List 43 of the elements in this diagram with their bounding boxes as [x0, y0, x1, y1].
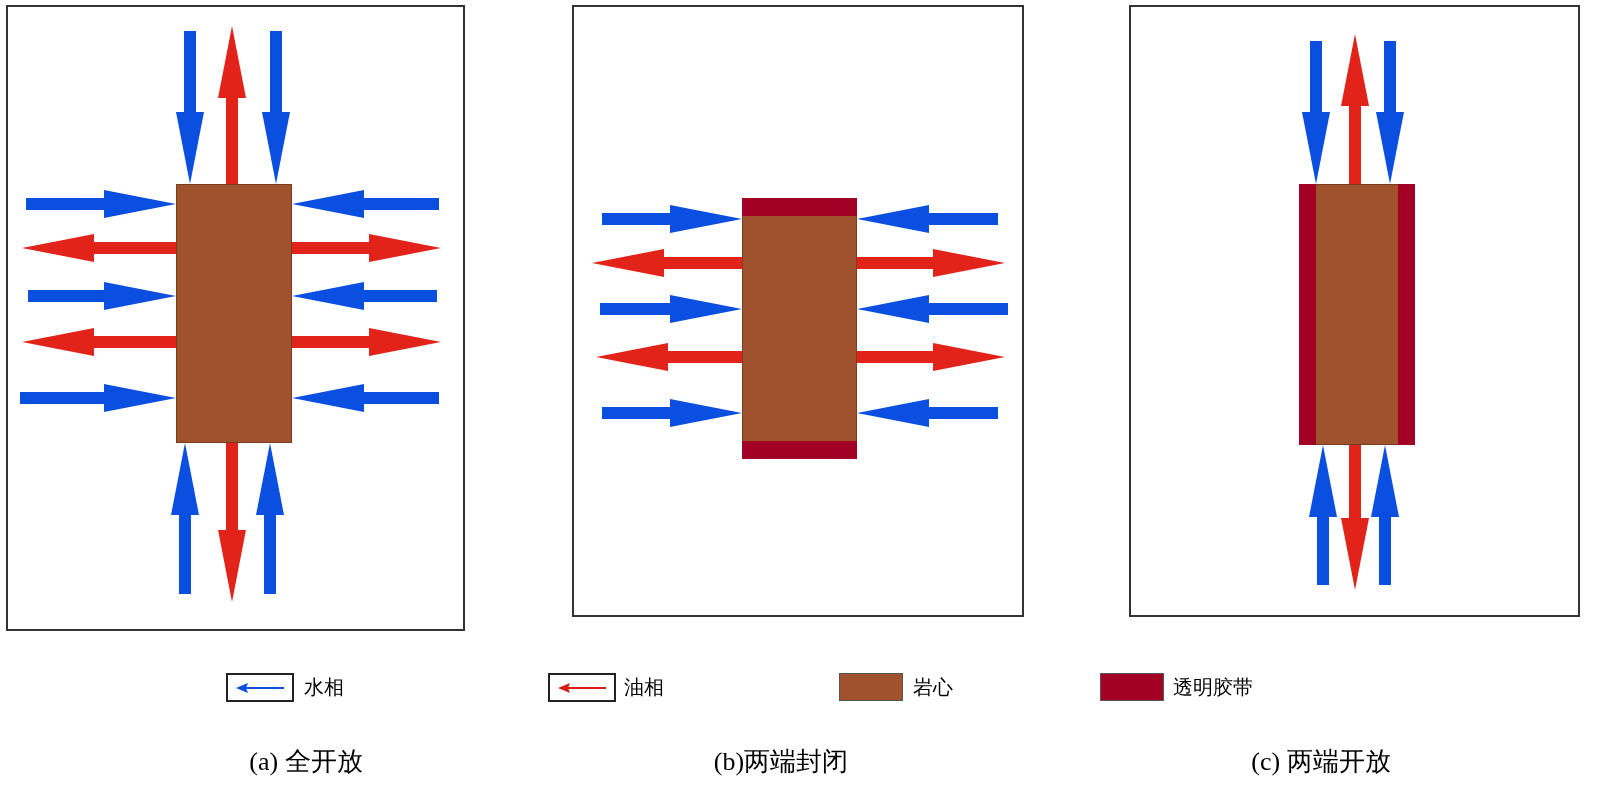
panel-frame: [1129, 5, 1580, 617]
flow-arrow: [218, 26, 246, 184]
flow-arrow: [602, 205, 742, 233]
flow-arrow: [292, 328, 441, 356]
panel-caption: (c) 两端开放: [1251, 746, 1391, 778]
legend-label: 透明胶带: [1173, 674, 1253, 701]
flow-arrow: [292, 234, 441, 262]
flow-arrow: [1371, 445, 1399, 585]
legend-label: 岩心: [913, 674, 953, 701]
flow-arrow: [857, 399, 998, 427]
flow-arrow: [602, 399, 742, 427]
panel-frame: [572, 5, 1024, 617]
flow-arrow: [857, 249, 1005, 277]
flow-arrow: [26, 190, 176, 218]
flow-arrow: [592, 249, 742, 277]
flow-arrow: [292, 190, 439, 218]
flow-arrow: [292, 282, 437, 310]
legend-label: 油相: [624, 674, 664, 701]
flow-arrow: [262, 31, 290, 184]
flow-arrow: [171, 443, 199, 594]
flow-arrow: [22, 328, 176, 356]
panel-caption: (b)两端封闭: [713, 746, 849, 778]
flow-arrow: [1341, 445, 1369, 590]
flow-arrow: [600, 295, 742, 323]
flow-arrow: [20, 384, 176, 412]
flow-arrow: [1376, 41, 1404, 184]
flow-arrow: [176, 31, 204, 184]
flow-arrow: [218, 443, 246, 602]
flow-arrow: [292, 384, 439, 412]
flow-arrow: [857, 343, 1005, 371]
rock-core-block: [176, 184, 292, 443]
rock-core-block: [1299, 184, 1415, 445]
rock-core-block: [742, 198, 857, 459]
flow-arrow: [1302, 41, 1330, 184]
flow-arrow: [857, 295, 1008, 323]
flow-arrow: [596, 343, 742, 371]
flow-arrow: [1309, 445, 1337, 585]
flow-arrow: [256, 443, 284, 594]
flow-arrow: [857, 205, 998, 233]
legend-label: 水相: [304, 674, 344, 701]
panel-caption: (a) 全开放: [249, 746, 363, 778]
flow-arrow: [28, 282, 176, 310]
flow-arrow: [22, 234, 176, 262]
